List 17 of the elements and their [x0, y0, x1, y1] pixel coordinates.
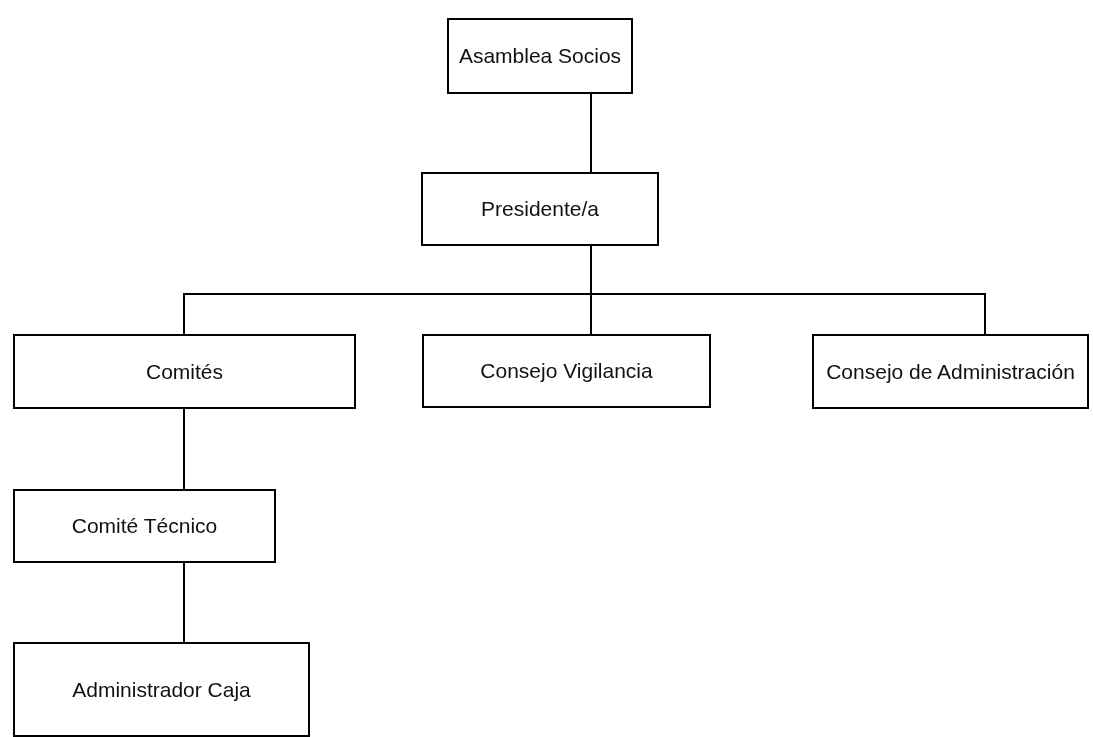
org-box	[13, 642, 310, 737]
org-box	[13, 489, 276, 563]
box-label: Comités	[145, 358, 224, 385]
box-label: Consejo de Administración	[825, 358, 1076, 385]
connector-line	[183, 408, 185, 490]
box-label: Administrador Caja	[71, 676, 252, 703]
box-label: Presidente/a	[480, 196, 600, 223]
box-label: Consejo Vigilancia	[479, 358, 654, 385]
connector-line	[183, 562, 185, 643]
connector-line	[590, 93, 592, 173]
org-box	[421, 172, 659, 246]
org-box	[812, 334, 1089, 409]
box-label: Comité Técnico	[70, 513, 219, 540]
org-box	[447, 18, 633, 94]
org-box	[13, 334, 356, 409]
box-label: Asamblea Socios	[457, 43, 623, 70]
org-box	[422, 334, 711, 408]
